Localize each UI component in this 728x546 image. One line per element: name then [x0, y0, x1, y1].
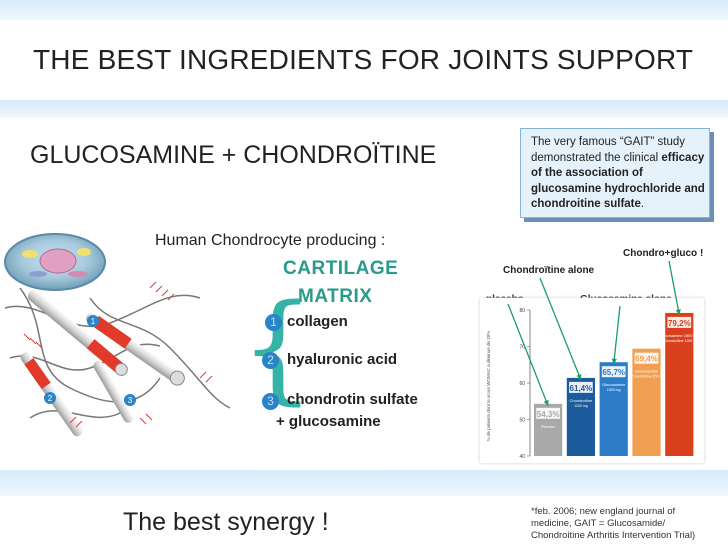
chart-bar-name: Placebo	[541, 424, 556, 429]
label-chondro-gluco: Chondro+gluco !	[623, 248, 704, 259]
fiber-number-1: 1	[91, 317, 96, 326]
gait-callout-box	[520, 128, 710, 218]
chart-y-axis-label: % de patients dont le score WOMAC a dimi…	[486, 331, 491, 442]
left-curly-brace: {	[240, 278, 316, 416]
chart-value-badge	[634, 352, 659, 364]
chart-data-label: 69,4%	[635, 355, 658, 364]
gait-callout-text: The very famous “GAIT” study demonstrate…	[531, 135, 706, 213]
chart-bar-sub: + Chondroïtine 200 mg	[629, 375, 665, 379]
chart-data-label: 65,7%	[602, 368, 625, 377]
label-chondroitine-alone: Chondroïtine alone	[503, 265, 595, 276]
chart-bar-sub: 1200 mg	[574, 404, 588, 408]
chart-bar	[632, 348, 661, 456]
chart-bar-name: Chondroitine	[570, 398, 593, 403]
collagen-item: collagen	[287, 313, 348, 330]
chart-value-badge	[569, 381, 593, 393]
reference-footnote: *feb. 2006; new england journal of medic…	[531, 506, 696, 541]
callout-text-bold: efficacy of the association of glucosami…	[531, 151, 705, 211]
best-synergy-title: The best synergy !	[123, 508, 329, 536]
hyaluronic-number-icon: 2	[262, 352, 279, 369]
bottom-band	[0, 470, 728, 496]
chondrocyte-illustration: 1 2 3	[4, 233, 231, 437]
cartilage-label: CARTILAGE	[283, 258, 399, 279]
collagen-number-icon: 1	[265, 314, 282, 331]
chart-bar	[599, 362, 628, 456]
middle-band	[0, 100, 728, 118]
chart-value-badge	[536, 407, 560, 419]
chart-bar	[665, 312, 694, 456]
plus-glucosamine-item: + glucosamine	[276, 413, 381, 430]
chart-y-tick-label: 80	[519, 308, 525, 314]
callout-text-plain: The very famous “GAIT” study demonstrate…	[531, 136, 686, 164]
chart-data-label: 79,2%	[668, 319, 691, 328]
gait-bar-chart: % de patients dont le score WOMAC a dimi…	[480, 298, 704, 463]
chondrotin-number-icon: 3	[262, 393, 279, 410]
chart-y-tick-label: 50	[519, 418, 525, 424]
proteoglycan-bristles	[23, 281, 213, 428]
matrix-label: MATRIX	[298, 286, 373, 307]
hyaluronic-acid-item: hyaluronic acid	[287, 351, 398, 368]
slide-subtitle: GLUCOSAMINE + CHONDROÏTINE	[30, 141, 437, 169]
chart-bar-name: Glucosamine	[635, 369, 659, 374]
chart-bar-name: Glucosamine	[602, 382, 626, 387]
chart-value-badge	[601, 366, 626, 378]
chondrotin-sulfate-item: chondrotin sulfate	[287, 391, 418, 408]
chart-bar-sub: 1500 mg	[607, 388, 621, 392]
chondrocyte-producing-label: Human Chondrocyte producing :	[155, 232, 386, 249]
chart-data-label: 54,3%	[537, 410, 560, 419]
chart-value-badge	[667, 316, 692, 328]
chart-y-tick-label: 40	[519, 454, 525, 460]
chart-svg: % de patients dont le score WOMAC a dimi…	[486, 308, 699, 460]
chart-bar-sub: + Chondroïtine 1200 mg	[660, 339, 698, 343]
fiber-number-markers: 1 2 3	[44, 315, 136, 406]
callout-text-end: .	[640, 198, 645, 210]
chondrocyte-cell	[4, 233, 106, 291]
fiber-number-3: 3	[128, 396, 133, 405]
chart-bar-name: Glucosamine 1500 mg	[659, 333, 699, 338]
slide-title: THE BEST INGREDIENTS FOR JOINTS SUPPORT	[33, 44, 694, 75]
chart-y-tick-label: 70	[519, 345, 525, 351]
top-band	[0, 0, 728, 20]
fiber-number-2: 2	[48, 394, 53, 403]
chart-y-tick-label: 60	[519, 381, 525, 387]
chart-data-label: 61,4%	[570, 384, 593, 393]
